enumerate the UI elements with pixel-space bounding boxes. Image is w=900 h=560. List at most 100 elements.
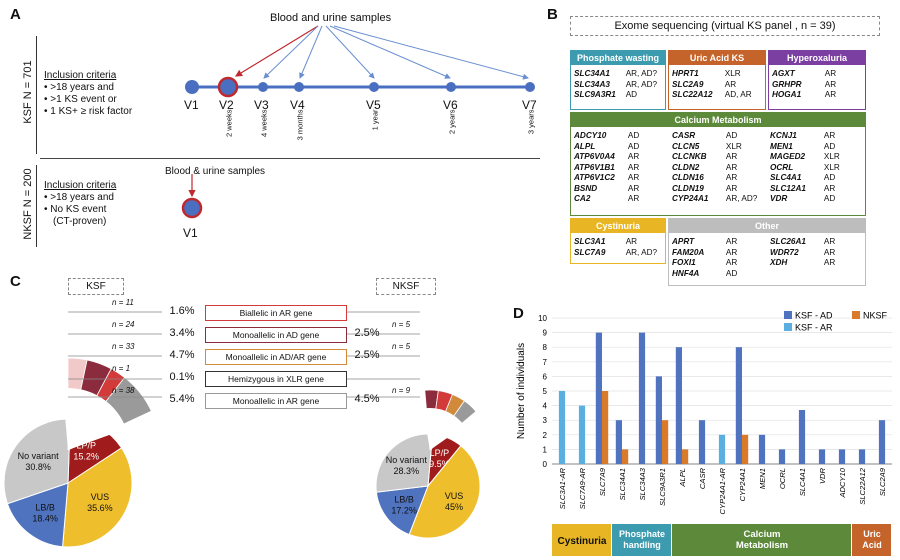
panel-c-label: C [10, 273, 21, 290]
gene-name: ADCY10 [574, 131, 607, 140]
gene-name: VDR [770, 194, 788, 203]
samples-label-bottom: Blood & urine samples [165, 166, 266, 177]
time-label: 2 weeks [224, 109, 234, 138]
bar [718, 434, 726, 464]
ksf-pie-slice-pct: 15.2% [73, 452, 99, 462]
x-tick-label: OCRL [778, 468, 787, 489]
ksf-box: KSF [68, 278, 124, 295]
gene-name: SLC26A1 [770, 237, 806, 246]
ksf-pie-slice-label: LP/P [76, 441, 96, 451]
gene-inheritance: XLR [724, 69, 741, 78]
nksf-criteria-title: Inclusion criteria [44, 180, 117, 191]
bar [838, 449, 846, 464]
ksf-pie-slice-pct: 18.4% [32, 513, 58, 523]
ksf-criteria-title: Inclusion criteria [44, 70, 117, 81]
ksf-count: n = 33 [112, 342, 135, 351]
x-tick-label: VDR [818, 467, 827, 484]
gene-inheritance: AD [725, 268, 738, 278]
gene-inheritance: AR [823, 258, 836, 267]
nksf-criteria: Inclusion criteria • >18 years and • No … [44, 180, 116, 228]
nksf-criterion: • No KS event [44, 204, 107, 215]
visit-label: V1 [184, 98, 199, 112]
gene-name: SLC34A1 [574, 69, 610, 78]
gene-inheritance: AR [627, 183, 640, 193]
visit-label: V3 [254, 98, 269, 112]
gene-group-header: Hyperoxaluria [769, 51, 865, 65]
bar [615, 420, 622, 464]
gene-name: CASR [672, 131, 696, 140]
gene-inheritance: XLR [823, 152, 840, 161]
ksf-pie-slice-label: No variant [18, 451, 60, 461]
gene-inheritance: AR [627, 194, 640, 203]
gene-name: AGXT [772, 69, 795, 78]
nksf-count: n = 5 [392, 342, 411, 351]
nksf-pie-slice-label: VUS [445, 491, 464, 501]
legend-swatch [784, 323, 792, 331]
category-band-label: Phosphate [619, 529, 665, 539]
gene-group-header: Cystinuria [571, 219, 665, 233]
ksf-count: n = 24 [112, 320, 135, 329]
ksf-pie-slice-pct: 35.6% [87, 503, 113, 513]
gene-inheritance: AR [725, 247, 738, 257]
sample-arrow-v2 [234, 25, 319, 77]
visit-label: V4 [290, 98, 305, 112]
nksf-pie-slice [375, 433, 434, 493]
nksf-criterion: • >18 years and [44, 192, 114, 203]
gene-name: MAGED2 [770, 152, 806, 161]
gene-name: XDH [770, 258, 788, 267]
y-tick-label: 4 [543, 402, 548, 411]
visit-v3-dot [258, 82, 268, 92]
bar [638, 332, 646, 464]
gene-inheritance: AR [823, 183, 836, 193]
ksf-count: n = 11 [112, 298, 134, 307]
gene-inheritance: AR, AD? [625, 69, 658, 78]
gene-inheritance: AR, AD? [625, 247, 658, 257]
bar [818, 449, 826, 464]
gene-inheritance: AR [725, 237, 738, 246]
gene-name: SLC2A9 [672, 79, 704, 89]
gene-inheritance: AD [823, 194, 836, 203]
nksf-pie-slice-pct: 28.3% [394, 466, 420, 476]
gene-row: SLC34A1 AR, AD? [574, 69, 664, 80]
ksf-count: n = 38 [112, 386, 135, 395]
gene-inheritance: XLR [725, 141, 742, 151]
x-tick-label: ALPL [678, 468, 687, 488]
x-tick-label: CYP24A1-AR [718, 467, 727, 514]
x-tick-label: SLC22A12 [858, 467, 867, 505]
y-axis-label: Number of individuals [516, 343, 527, 439]
bar [558, 391, 566, 464]
bar [595, 332, 602, 464]
bar [622, 449, 629, 464]
ksf-pie-slice [62, 447, 133, 548]
gene-name: ATP6V1C2 [574, 173, 615, 182]
x-tick-label: SLC3A1-AR [558, 467, 567, 509]
gene-name: FAM20A [672, 247, 705, 257]
x-tick-label: SLC7A9 [598, 467, 607, 496]
nksf-percentage: 2.5% [354, 349, 380, 361]
gene-row: XDH AR [770, 258, 864, 269]
variant-category-box: Hemizygous in XLR gene [205, 371, 347, 387]
gene-inheritance: AD, AR [724, 90, 752, 99]
gene-name: SLC34A3 [574, 79, 610, 89]
x-tick-label: SLC4A1 [798, 468, 807, 496]
gene-name: BSND [574, 183, 598, 193]
category-band [612, 524, 671, 556]
